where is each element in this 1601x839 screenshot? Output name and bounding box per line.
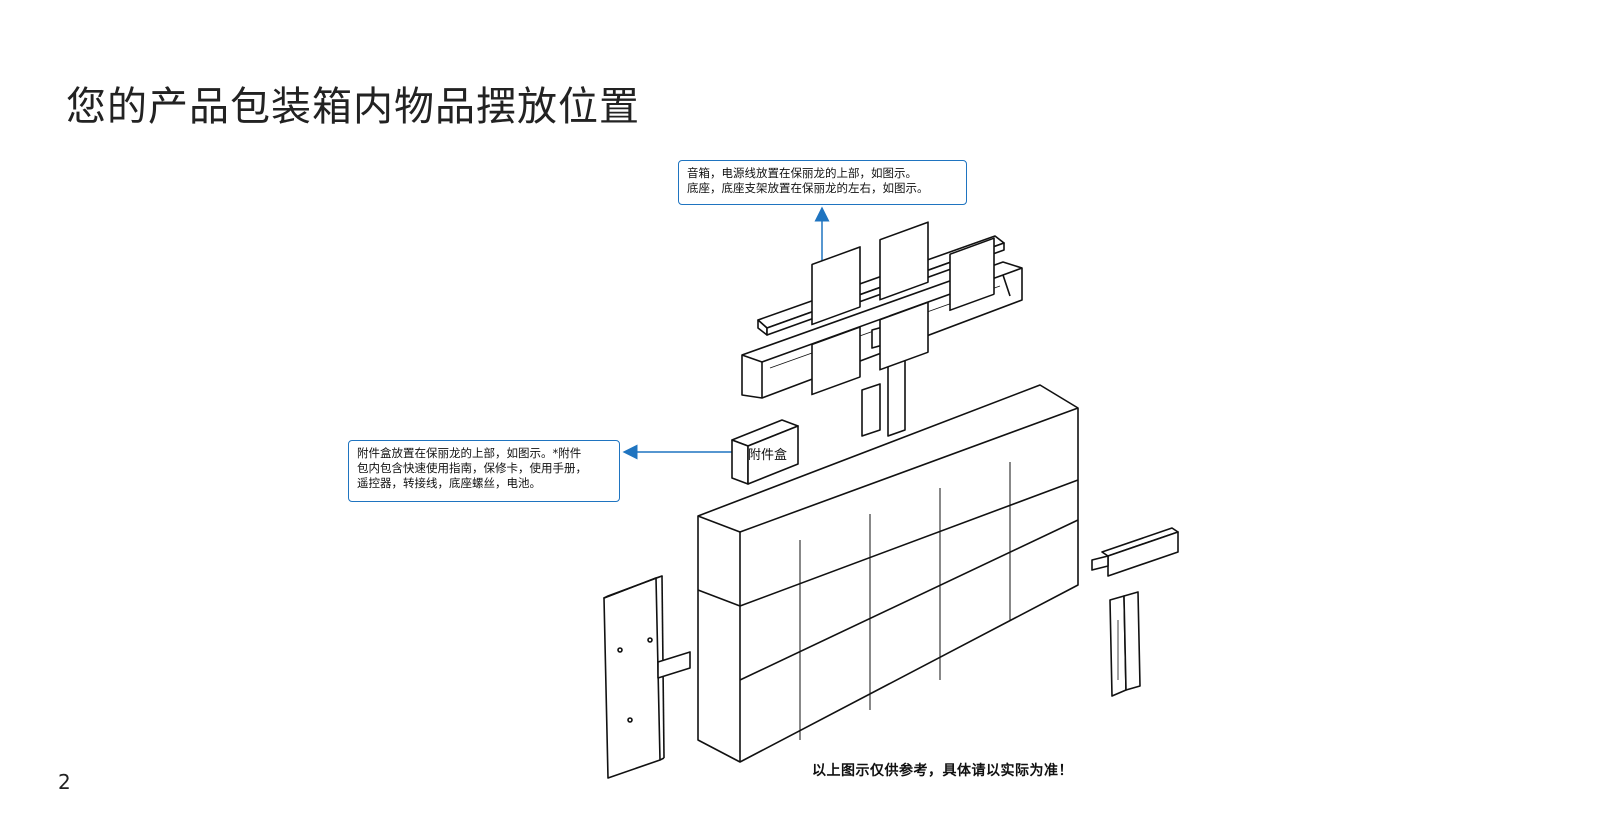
accessory-box-label: 附件盒 <box>748 448 788 463</box>
callout-left-line2: 包内包含快速使用指南，保修卡，使用手册， <box>357 461 587 475</box>
callout-left-line1: 附件盒放置在保丽龙的上部，如图示。*附件 <box>357 446 582 460</box>
callout-accessory-box: 附件盒放置在保丽龙的上部，如图示。*附件 包内包含快速使用指南，保修卡，使用手册… <box>348 440 620 502</box>
accessory-box <box>731 419 799 485</box>
callout-left-line3: 遥控器，转接线，底座螺丝，电池。 <box>357 476 541 490</box>
base-plate <box>603 575 691 779</box>
disclaimer: 以上图示仅供参考，具体请以实际为准！ <box>812 763 1073 779</box>
callout-top-line2: 底座，底座支架放置在保丽龙的左右，如图示。 <box>687 181 929 195</box>
page-number: 2 <box>58 770 71 794</box>
bracket-vertical <box>1109 591 1141 697</box>
foam-block <box>697 221 1079 763</box>
callout-speaker-stand: 音箱，电源线放置在保丽龙的上部，如图示。 底座，底座支架放置在保丽龙的左右，如图… <box>678 160 967 205</box>
bracket-horizontal <box>1091 527 1179 577</box>
callout-top-line1: 音箱，电源线放置在保丽龙的上部，如图示。 <box>687 166 917 180</box>
page-title: 您的产品包装箱内物品摆放位置 <box>66 84 640 130</box>
